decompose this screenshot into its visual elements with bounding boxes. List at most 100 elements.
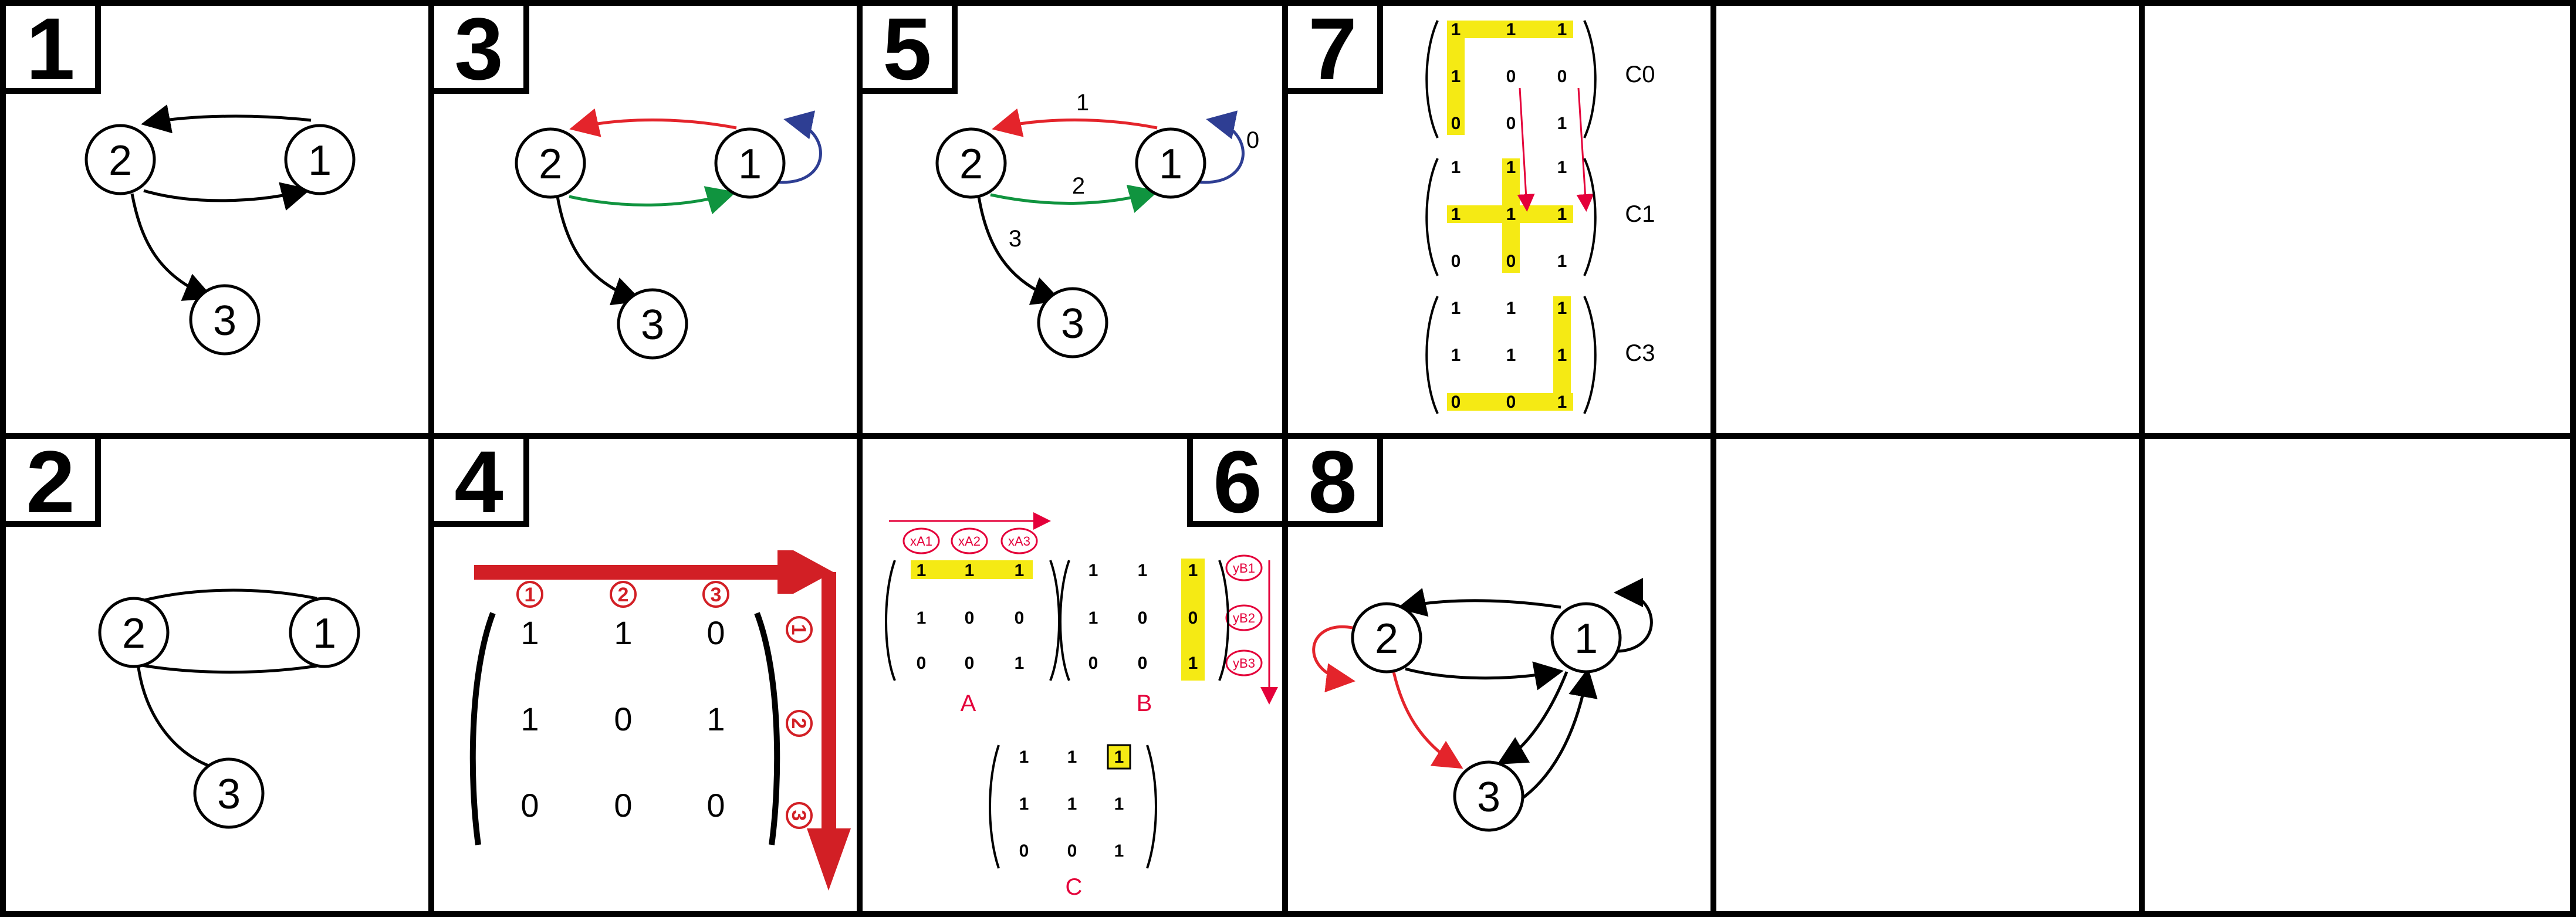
matrix-bracket-left xyxy=(469,612,496,845)
transfer-arrow xyxy=(1576,87,1594,212)
node-2 xyxy=(1351,602,1422,674)
matrix-cell: 0 xyxy=(1506,252,1516,271)
col-marker-label: 1 xyxy=(525,584,536,606)
edge-1-to-3 xyxy=(1497,671,1568,764)
matrix-cell: 1 xyxy=(1557,392,1567,412)
edge-1-to-2-red xyxy=(569,108,737,137)
matrix-cell: 1 xyxy=(1019,794,1029,814)
node-2 xyxy=(84,124,156,195)
matrix-c1-bracket-left xyxy=(1425,158,1439,276)
matrix-c1-label: C1 xyxy=(1625,201,1655,227)
row-marker-3 xyxy=(786,802,813,829)
edge-2-to-1 xyxy=(1405,661,1564,691)
panel-number: 5 xyxy=(883,0,931,98)
edge-3-to-1 xyxy=(1517,668,1598,803)
matrix-cell: 1 xyxy=(1015,654,1025,673)
matrix-c3-bracket-left xyxy=(1425,296,1439,414)
matrix-cell: 0 xyxy=(520,787,539,824)
node-label: 3 xyxy=(213,297,236,344)
matrix-b-bracket-left xyxy=(1059,560,1070,681)
matrix-cell: 0 xyxy=(1451,252,1461,271)
panel-number-box xyxy=(1282,0,1383,94)
matrix-c-bracket-left xyxy=(989,745,1000,869)
node-label: 1 xyxy=(1574,615,1598,662)
matrix-c0-label: C0 xyxy=(1625,62,1655,87)
node-label: 1 xyxy=(313,610,336,657)
x-tag-label: xA2 xyxy=(958,534,981,549)
edge-2-to-3-red xyxy=(1392,671,1463,769)
matrix-a: 1 1 1 1 0 0 0 0 1 xyxy=(917,561,1025,673)
panel-number-box xyxy=(1282,433,1383,527)
edge-2-1-lower xyxy=(129,661,317,674)
node-label: 2 xyxy=(539,141,562,188)
node-1 xyxy=(289,597,360,668)
panel-6: 6 xA1 xA2 xA3 yB1 yB2 yB3 1 1 1 1 0 xyxy=(885,432,1288,900)
panel-number-box xyxy=(1187,433,1288,527)
panel-4: 4 1 2 3 1 2 3 1 1 0 xyxy=(428,432,851,891)
panel-number: 4 xyxy=(454,432,503,531)
matrix-c0-bracket-left xyxy=(1425,20,1439,138)
y-tag-3 xyxy=(1225,649,1263,676)
matrix-cell: 1 xyxy=(917,561,927,580)
node-label: 1 xyxy=(738,141,762,188)
matrix-cell: 1 xyxy=(1557,20,1567,39)
highlight-cell-c xyxy=(1107,744,1131,770)
matrix-c3: 1 1 1 1 1 1 0 0 1 xyxy=(1451,299,1567,412)
y-tag-label: yB2 xyxy=(1233,611,1255,625)
transfer-arrow xyxy=(1517,87,1535,212)
edge-label-3: 3 xyxy=(1009,226,1022,252)
panel-number: 1 xyxy=(26,0,75,98)
y-tag-2 xyxy=(1225,604,1263,631)
self-loop-1-blue xyxy=(774,110,822,184)
matrix-c1: 1 1 1 1 1 1 0 0 1 xyxy=(1451,158,1567,271)
matrix-cell: 1 xyxy=(965,561,975,580)
matrix-b: 1 1 1 1 0 0 0 0 1 xyxy=(1088,561,1198,673)
node-1 xyxy=(284,124,356,195)
edge-1-to-2 xyxy=(141,104,312,134)
matrix-cell: 0 xyxy=(1451,114,1461,133)
row-marker-2 xyxy=(786,710,813,737)
edge-2-1 xyxy=(129,588,317,606)
node-label: 2 xyxy=(109,137,132,184)
panel-number: 2 xyxy=(26,432,75,531)
matrix-cell: 1 xyxy=(1557,252,1567,271)
x-tag-label: xA1 xyxy=(910,534,932,549)
matrix-c: 1 1 1 1 1 1 0 0 1 xyxy=(1019,747,1124,861)
self-loop-1-blue xyxy=(1196,110,1245,184)
edge-2-3 xyxy=(136,662,218,770)
matrix-cell: 0 xyxy=(1506,114,1516,133)
node-2 xyxy=(98,597,170,668)
matrix-c3-label: C3 xyxy=(1625,340,1655,366)
edge-1-to-2-red xyxy=(992,108,1158,137)
self-loop-2-red xyxy=(1312,625,1355,693)
matrix-cell: 1 xyxy=(1114,841,1124,861)
node-label: 1 xyxy=(308,137,332,184)
matrix-cell: 1 xyxy=(706,701,725,737)
col-scan-arrow-head xyxy=(807,828,851,891)
panel-3: 3 2 1 3 xyxy=(428,0,822,360)
matrix-cell: 1 xyxy=(1067,794,1077,814)
y-tag-label: yB1 xyxy=(1233,561,1255,576)
matrix-cell: 0 xyxy=(1506,67,1516,86)
matrix-bracket-right xyxy=(754,612,780,845)
node-1 xyxy=(1135,127,1206,199)
matrix-cell: 0 xyxy=(706,614,725,651)
matrix-cell: 1 xyxy=(1557,299,1567,318)
panel-8: 8 2 1 3 xyxy=(1282,432,1653,832)
matrix-cell: 1 xyxy=(1138,561,1148,580)
matrix-cell: 1 xyxy=(1015,561,1025,580)
panel-number-box xyxy=(428,433,529,527)
matrix-cell: 1 xyxy=(1557,114,1567,133)
matrix-cell: 0 xyxy=(1138,608,1148,628)
matrix-c0-bracket-right xyxy=(1583,20,1597,138)
matrix-cell: 1 xyxy=(1506,346,1516,365)
col-marker-label: 3 xyxy=(711,584,722,606)
highlight-c0-row xyxy=(1447,21,1573,38)
row-marker-label: 2 xyxy=(787,718,810,729)
col-marker-1 xyxy=(516,581,543,608)
panel-2: 2 2 1 3 xyxy=(0,432,360,829)
matrix-a-label: A xyxy=(961,691,976,716)
matrix-cell: 1 xyxy=(1088,561,1098,580)
edge-2-to-3 xyxy=(556,196,643,306)
